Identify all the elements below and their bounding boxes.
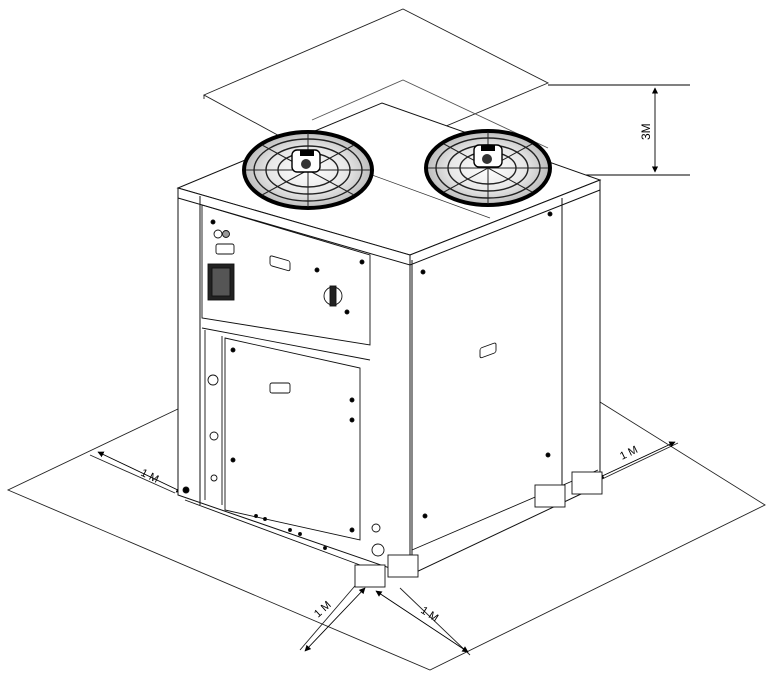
front-clearance-label: 1 M — [312, 599, 334, 620]
side-connections — [182, 330, 385, 557]
chiller-unit — [176, 102, 602, 576]
front-lower-panel — [224, 337, 361, 541]
fan-right — [424, 129, 552, 207]
unit-front-face — [177, 187, 411, 576]
fan-left — [242, 130, 374, 210]
unit-base — [184, 471, 603, 588]
floor-dimensions — [97, 441, 676, 653]
top-clearance-dimension — [545, 84, 690, 176]
top-clearance-label: 3M — [639, 123, 653, 140]
control-panel — [201, 204, 371, 361]
right-side-panel — [411, 211, 599, 551]
left-clearance-label: 1 M — [139, 467, 161, 486]
